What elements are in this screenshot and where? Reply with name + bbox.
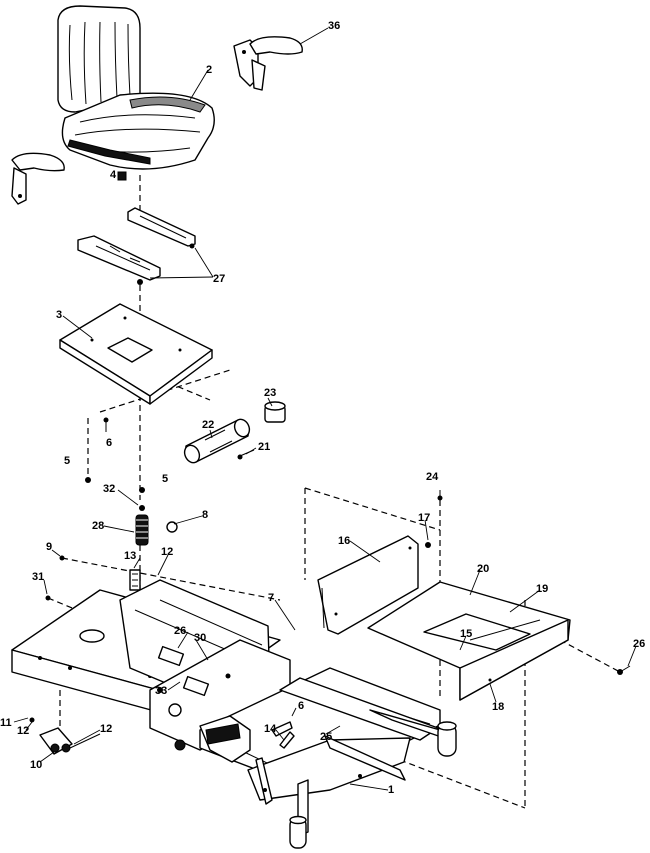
callout-labels: 36 2 4 27 3 6 5 5 23 22 21 24 32 28 8 9 … [0,20,645,796]
side-panel [317,535,419,635]
callout-11: 11 [0,717,12,729]
callout-10: 10 [30,759,42,771]
callout-24: 24 [426,471,439,483]
callout-26-left: 26 [174,625,186,637]
callout-19: 19 [536,583,548,595]
callout-12-lower: 12 [100,723,112,735]
callout-12-upper: 12 [161,546,173,558]
callout-31: 31 [32,571,44,583]
callout-12-left: 12 [17,725,29,737]
seat [57,5,215,181]
callout-20: 20 [477,563,489,575]
callout-1: 1 [388,784,394,796]
seat-slide-rails [77,207,196,285]
callout-13: 13 [124,550,136,562]
leader-lines [13,27,637,791]
callout-23: 23 [264,387,276,399]
callout-2: 2 [206,64,212,76]
callout-5-right: 5 [162,473,168,485]
main-frame [11,579,457,849]
callout-3: 3 [56,309,62,321]
callout-22: 22 [202,419,214,431]
seat-mounting-plate [59,303,213,405]
callout-6-upper: 6 [106,437,112,449]
callout-32: 32 [103,483,115,495]
callout-17: 17 [418,512,430,524]
callout-6-lower: 6 [298,700,304,712]
callout-27: 27 [213,273,225,285]
callout-4: 4 [110,169,117,181]
callout-5-left: 5 [64,455,70,467]
left-armrest [11,152,65,205]
footrest-plate [367,581,571,701]
callout-36: 36 [328,20,340,32]
callout-7: 7 [268,592,274,604]
callout-26-right: 26 [633,638,645,650]
lever-pin [279,731,295,749]
callout-28: 28 [92,520,104,532]
callout-33: 33 [155,685,167,697]
callout-18: 18 [492,701,504,713]
callout-21: 21 [258,441,270,453]
callout-9: 9 [46,541,52,553]
callout-14: 14 [264,723,277,735]
callout-16: 16 [338,535,350,547]
callout-30: 30 [194,632,206,644]
callout-8: 8 [202,509,208,521]
seat-spring [129,505,149,591]
callout-15: 15 [460,628,472,640]
right-armrest [233,36,303,91]
pivot-tube [183,401,286,464]
callout-25: 25 [320,731,332,743]
